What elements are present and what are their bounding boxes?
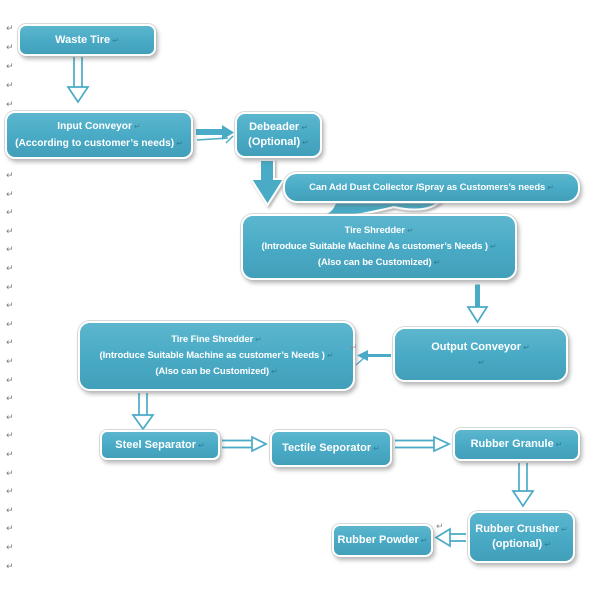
- node-sublabel: (According to customer’s needs)↵: [15, 138, 183, 149]
- line-end-mark: ↵: [420, 536, 428, 545]
- paragraph-mark: ↵: [6, 319, 14, 330]
- paragraph-mark: ↵: [6, 543, 14, 553]
- paragraph-mark: ↵: [436, 522, 444, 532]
- arrow-tire-fine-shredder-to-steel-separator: [131, 393, 155, 431]
- paragraph-mark: ↵: [6, 171, 14, 181]
- node-label: Rubber Crusher↵: [475, 523, 568, 535]
- line-end-mark: ↵: [301, 123, 308, 132]
- line-end-mark: ↵: [112, 35, 119, 45]
- node-label: Tire Shredder↵: [344, 225, 414, 236]
- paragraph-mark: ↵: [6, 450, 14, 460]
- line-end-mark: ↵: [326, 351, 334, 360]
- paragraph-mark: ↵: [6, 524, 14, 535]
- node-sublabel: (Also can be Customized)↵: [317, 257, 441, 268]
- arrow-waste-tire-to-input-conveyor: [66, 57, 90, 104]
- node-label: Waste Tire↵: [55, 33, 119, 46]
- line-end-mark: ↵: [433, 258, 441, 267]
- line-end-mark: ↵: [544, 540, 551, 549]
- node-steel-separator[interactable]: Steel Separator↵: [100, 430, 220, 460]
- line-end-mark: ↵: [373, 444, 380, 453]
- paragraph-mark: ↵: [6, 412, 14, 423]
- paragraph-mark: ↵: [6, 43, 14, 53]
- paragraph-mark: ↵: [350, 343, 358, 353]
- arrow-tire-shredder-to-output-conveyor: [466, 283, 489, 324]
- line-end-mark: ↵: [489, 242, 497, 251]
- paragraph-mark: ↵: [6, 282, 14, 293]
- node-sublabel: (Introduce Suitable Machine As customer’…: [261, 241, 497, 252]
- line-end-mark: ↵: [523, 342, 530, 352]
- line-end-mark: ↵: [555, 440, 563, 449]
- node-tire-fine-shredder[interactable]: Tire Fine Shredder↵ (Introduce Suitable …: [78, 321, 355, 391]
- arrow-tectile-seporator-to-rubber-granule: [395, 435, 452, 453]
- paragraph-mark: ↵: [6, 357, 14, 367]
- node-label: Rubber Granule↵: [470, 438, 563, 450]
- line-end-mark: ↵: [547, 183, 554, 192]
- node-sublabel: (optional)↵: [492, 538, 551, 550]
- paragraph-mark: ↵: [6, 81, 14, 91]
- paragraph-mark: ↵: [6, 394, 14, 405]
- node-sublabel: (Optional)↵: [248, 136, 309, 148]
- line-end-mark: ↵: [478, 357, 485, 367]
- node-rubber-powder[interactable]: Rubber Powder↵: [332, 524, 433, 557]
- line-end-mark: ↵: [134, 122, 141, 131]
- node-label: Debeader↵: [249, 121, 308, 133]
- paragraph-mark: ↵: [6, 375, 14, 386]
- paragraph-mark: ↵: [6, 468, 14, 479]
- node-tectile-seporator[interactable]: Tectile Seporator↵: [270, 430, 392, 467]
- line-end-mark: ↵: [255, 335, 262, 344]
- node-label: Tire Fine Shredder↵: [171, 334, 262, 345]
- paragraph-mark: ↵: [6, 62, 14, 72]
- node-rubber-crusher[interactable]: Rubber Crusher↵ (optional)↵: [468, 511, 575, 563]
- node-waste-tire[interactable]: Waste Tire↵: [18, 24, 156, 56]
- paragraph-mark: ↵: [6, 189, 14, 200]
- paragraph-mark: ↵: [6, 264, 14, 274]
- arrow-steel-separator-to-tectile-seporator: [222, 435, 268, 453]
- node-label: Input Conveyor↵: [57, 121, 141, 132]
- node-dust-collector-callout[interactable]: Can Add Dust Collector /Spray as Custome…: [283, 172, 580, 203]
- arrow-rubber-granule-to-rubber-crusher: [511, 463, 535, 508]
- node-sublabel: (Introduce Suitable Machine as customer’…: [99, 350, 334, 361]
- paragraph-mark: ↵: [6, 208, 14, 219]
- paragraph-mark: ↵: [6, 24, 14, 34]
- arrow-debeader-to-tire-shredder: [249, 159, 286, 207]
- paragraph-mark: ↵: [6, 487, 14, 498]
- paragraph-mark: ↵: [6, 505, 14, 516]
- node-output-conveyor[interactable]: Output Conveyor↵ ↵: [393, 327, 568, 382]
- line-end-mark: ↵: [561, 525, 568, 534]
- line-end-mark: ↵: [198, 440, 205, 450]
- node-label: Rubber Powder↵: [337, 534, 428, 546]
- node-debeader[interactable]: Debeader↵ (Optional)↵: [235, 112, 322, 158]
- node-label: Steel Separator↵: [115, 438, 205, 451]
- paragraph-mark: ↵: [6, 245, 14, 256]
- arrow-input-conveyor-to-debeader: [196, 125, 234, 144]
- paragraph-mark: ↵: [6, 100, 14, 110]
- node-sublabel: (Also can be Customized)↵: [155, 366, 278, 377]
- node-label: Tectile Seporator↵: [282, 442, 380, 454]
- node-label: Output Conveyor↵: [431, 340, 530, 353]
- node-rubber-granule[interactable]: Rubber Granule↵: [453, 428, 580, 461]
- paragraph-mark: ↵: [6, 338, 14, 349]
- node-input-conveyor[interactable]: Input Conveyor↵ (According to customer’s…: [5, 111, 193, 159]
- empty-line: ↵: [395, 355, 566, 370]
- line-end-mark: ↵: [406, 226, 414, 235]
- callout-label: Can Add Dust Collector /Spray as Custome…: [309, 182, 554, 193]
- paragraph-mark: ↵: [6, 301, 14, 312]
- paragraph-mark: ↵: [6, 431, 14, 442]
- arrow-output-conveyor-to-tire-fine-shredder: [355, 350, 391, 366]
- line-end-mark: ↵: [176, 139, 183, 148]
- paragraph-mark: ↵: [6, 226, 14, 237]
- paragraph-mark: ↵: [6, 561, 14, 572]
- line-end-mark: ↵: [271, 367, 278, 376]
- line-end-mark: ↵: [302, 138, 309, 147]
- node-tire-shredder[interactable]: Tire Shredder↵ (Introduce Suitable Machi…: [241, 214, 517, 280]
